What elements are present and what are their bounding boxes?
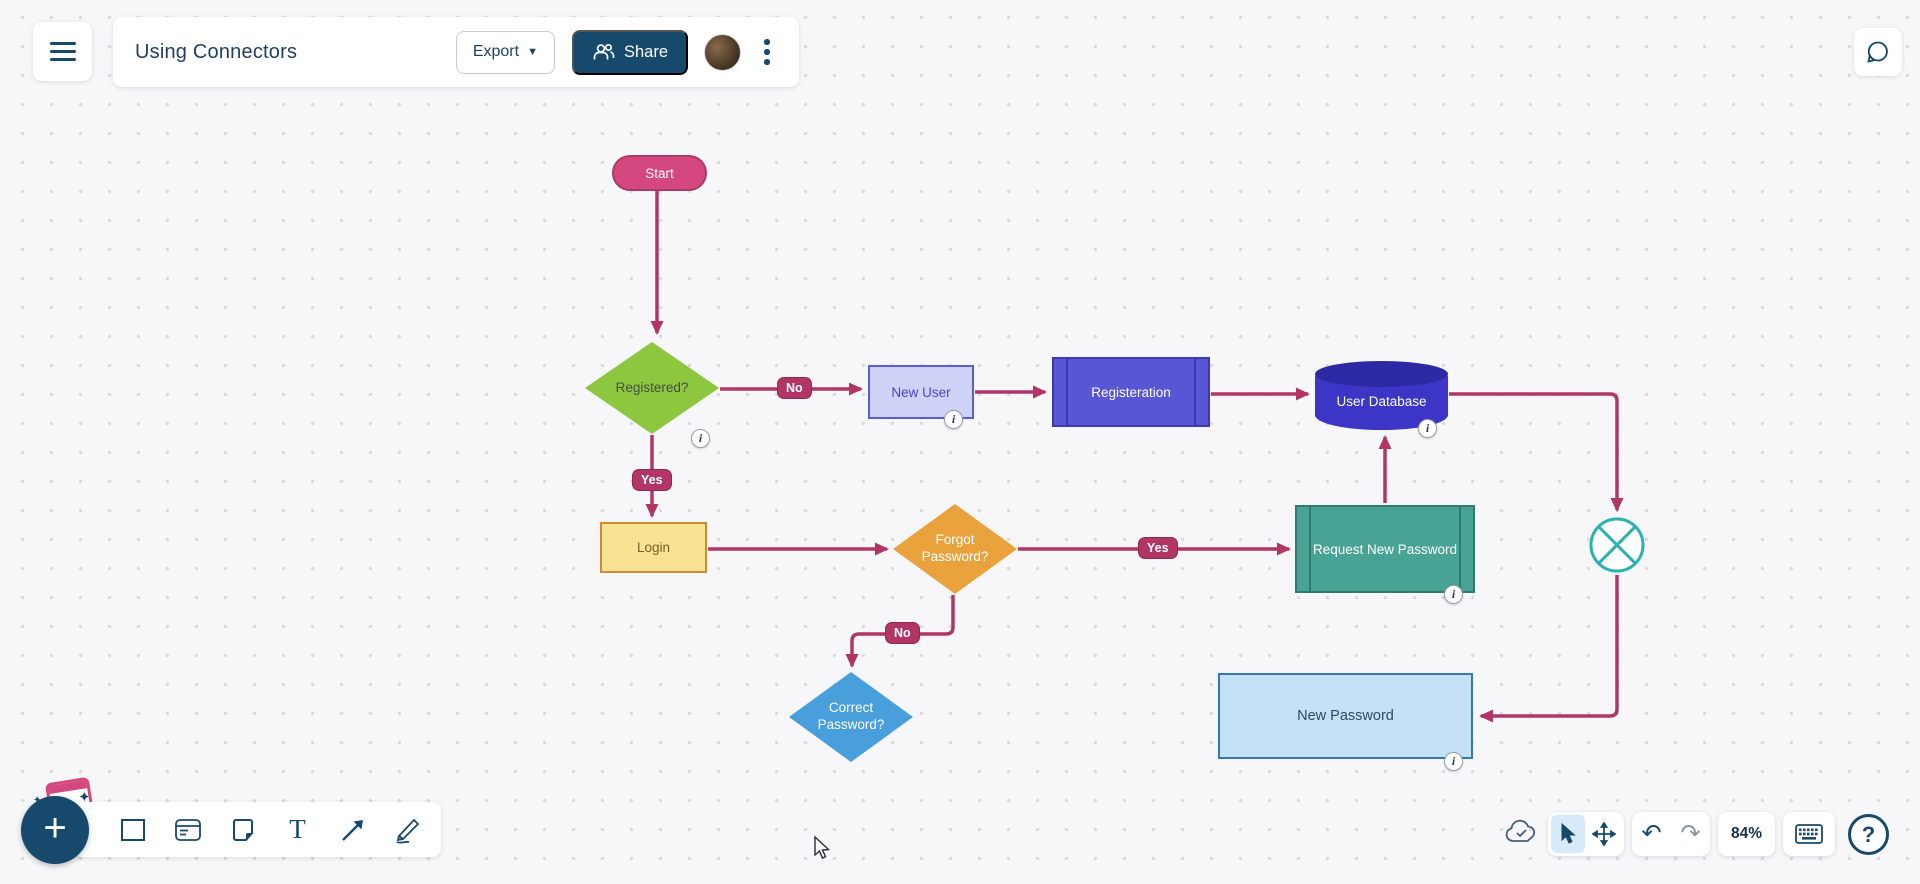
connector-tool-button[interactable] — [325, 806, 380, 854]
node-new-password[interactable]: New Password — [1218, 673, 1473, 759]
info-icon[interactable]: i — [1418, 419, 1437, 438]
decorative-star: ✦ — [78, 789, 91, 806]
export-button-label: Export — [472, 43, 520, 60]
node-label: New User — [891, 384, 951, 400]
node-start[interactable]: Start — [612, 155, 707, 191]
speech-bubble-icon — [1867, 41, 1888, 63]
info-icon[interactable]: i — [944, 410, 963, 429]
redo-button[interactable]: ↷ — [1680, 820, 1701, 847]
card-tool-button[interactable] — [160, 806, 215, 854]
share-button[interactable]: Share — [571, 29, 688, 75]
shape-toolbar: T — [72, 802, 441, 857]
node-login[interactable]: Login — [600, 522, 707, 573]
info-icon[interactable]: i — [691, 429, 710, 448]
question-mark-icon: ? — [1861, 821, 1876, 847]
select-tool-button[interactable] — [1551, 815, 1585, 853]
edge-label-yes[interactable]: Yes — [632, 469, 672, 491]
node-label: Start — [645, 165, 674, 181]
more-options-button[interactable] — [749, 30, 785, 74]
text-tool-button[interactable]: T — [270, 806, 325, 854]
hamburger-menu-icon — [49, 37, 76, 66]
sticky-note-tool-button[interactable] — [215, 806, 270, 854]
zoom-level-button[interactable]: 84% — [1718, 812, 1775, 856]
pan-tool-button[interactable] — [1587, 815, 1621, 853]
share-button-label: Share — [623, 42, 668, 61]
keyboard-shortcuts-button[interactable] — [1783, 812, 1835, 856]
arrow-icon — [341, 819, 363, 841]
people-icon — [593, 43, 615, 60]
info-icon[interactable]: i — [1444, 752, 1463, 771]
cursor-tool-group — [1548, 812, 1624, 856]
node-label: Registered? — [615, 379, 689, 395]
node-registeration[interactable]: Registeration — [1052, 357, 1210, 427]
comments-button[interactable] — [1854, 28, 1902, 76]
node-label: Registeration — [1091, 384, 1171, 400]
undo-button[interactable]: ↶ — [1641, 820, 1662, 847]
cloud-sync-icon — [1505, 819, 1536, 842]
move-arrows-icon — [1592, 822, 1616, 846]
history-group: ↶ ↷ — [1632, 812, 1710, 856]
export-button[interactable]: Export ▼ — [455, 30, 555, 74]
sync-status-button[interactable] — [1503, 818, 1541, 851]
text-tool-icon: T — [289, 814, 306, 844]
document-header: Using Connectors Export ▼ Share — [113, 17, 799, 87]
crossed-circle-icon — [1589, 517, 1645, 573]
pen-draw-icon — [396, 818, 419, 844]
select-cursor-icon — [1561, 823, 1576, 844]
node-user-database[interactable]: User Database — [1315, 361, 1448, 430]
node-label: New Password — [1297, 708, 1394, 724]
edge-label-yes[interactable]: Yes — [1138, 537, 1178, 559]
edge-label-no[interactable]: No — [777, 377, 812, 399]
node-label: User Database — [1336, 393, 1427, 409]
connector[interactable] — [1479, 575, 1619, 723]
junction-node[interactable] — [1588, 516, 1646, 574]
node-label: Request New Password — [1312, 541, 1458, 557]
card-icon — [174, 818, 201, 841]
main-menu-button[interactable] — [33, 22, 92, 81]
kebab-menu-icon — [764, 39, 770, 45]
connector[interactable] — [1449, 392, 1624, 512]
freehand-tool-button[interactable] — [380, 806, 435, 854]
node-label: Login — [636, 540, 671, 555]
node-label: Forgot Password? — [921, 532, 989, 564]
info-icon[interactable]: i — [1444, 585, 1463, 604]
keyboard-icon — [1795, 824, 1823, 844]
plus-icon: + — [43, 805, 67, 850]
sticky-note-icon — [232, 818, 253, 841]
edge-label-no[interactable]: No — [885, 622, 920, 644]
user-avatar[interactable] — [704, 33, 741, 71]
rectangle-icon — [120, 818, 145, 841]
chevron-down-icon: ▼ — [527, 46, 538, 58]
document-title[interactable]: Using Connectors — [135, 40, 298, 63]
add-shape-button[interactable]: + — [21, 796, 89, 864]
node-request-new-password[interactable]: Request New Password — [1295, 505, 1475, 593]
help-button[interactable]: ? — [1848, 814, 1889, 855]
rectangle-tool-button[interactable] — [105, 806, 160, 854]
node-label: Correct Password? — [817, 700, 885, 732]
